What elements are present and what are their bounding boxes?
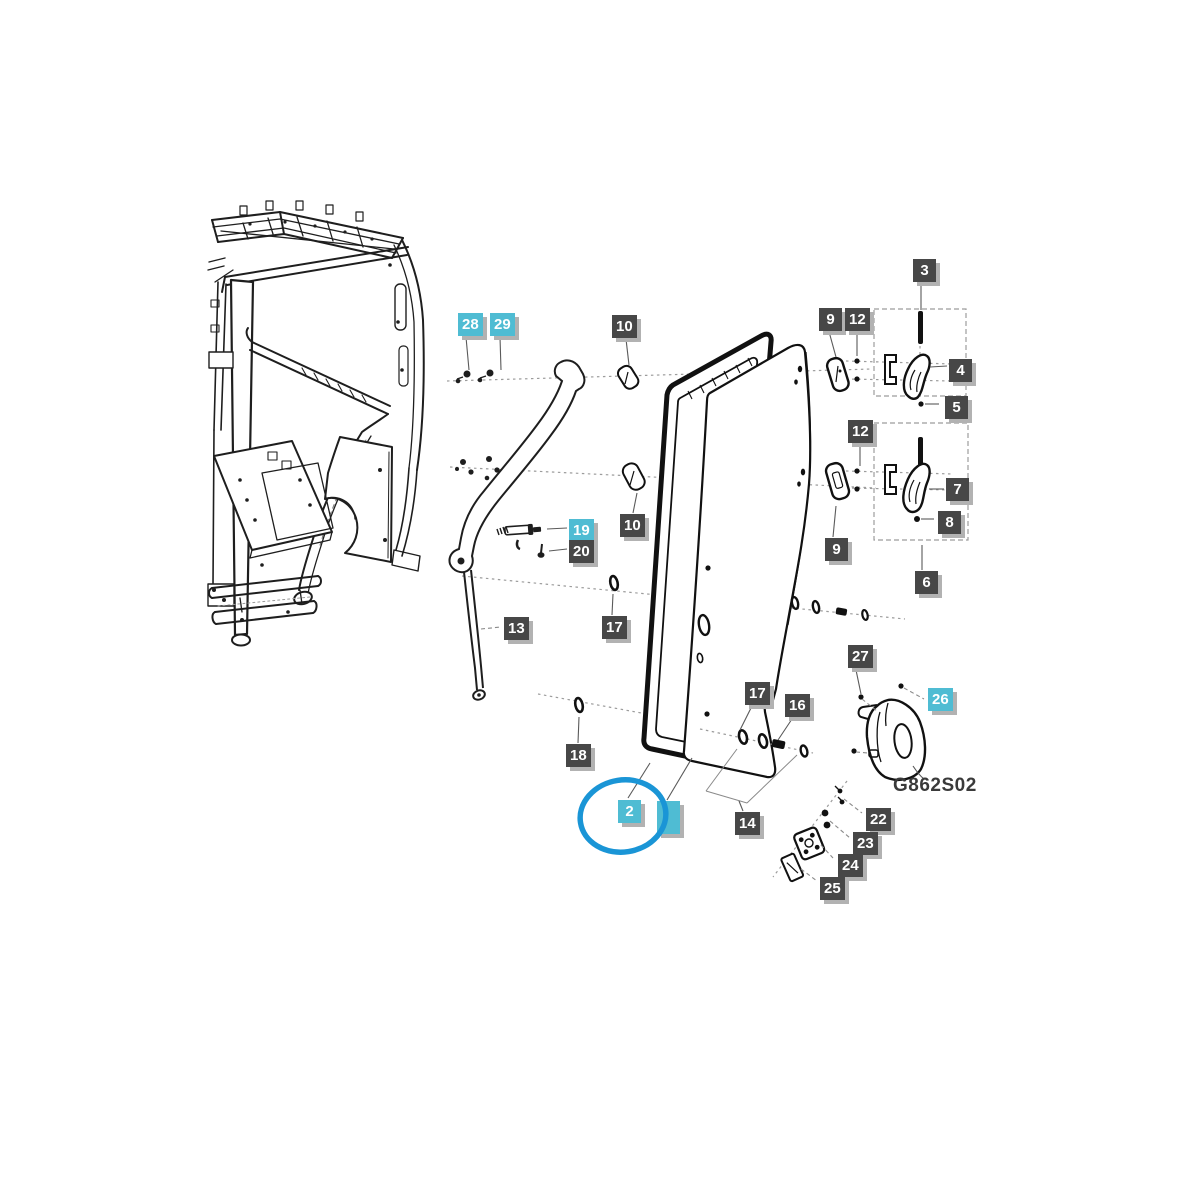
part-label-18[interactable]: 18 bbox=[566, 744, 591, 767]
part-label-17a[interactable]: 17 bbox=[602, 616, 627, 639]
part-label-29[interactable]: 29 bbox=[490, 313, 515, 336]
part-label-22[interactable]: 22 bbox=[866, 808, 891, 831]
bolts-28-29 bbox=[455, 369, 494, 384]
part-label-17b[interactable]: 17 bbox=[745, 682, 770, 705]
part-label-5[interactable]: 5 bbox=[945, 396, 968, 419]
cab-frame bbox=[207, 200, 425, 647]
part-label-9b[interactable]: 9 bbox=[825, 538, 848, 561]
leader-lines-dashed bbox=[480, 626, 925, 882]
pad-10a bbox=[616, 364, 640, 390]
part-label-2[interactable]: 2 bbox=[618, 800, 641, 823]
door-panel bbox=[682, 343, 812, 779]
part-label-16[interactable]: 16 bbox=[785, 694, 810, 717]
hinge-assemblies bbox=[824, 308, 969, 541]
part-label-28[interactable]: 28 bbox=[458, 313, 483, 336]
part-label-14[interactable]: 14 bbox=[735, 812, 760, 835]
part-label-27[interactable]: 27 bbox=[848, 645, 873, 668]
part-label-12a[interactable]: 12 bbox=[845, 308, 870, 331]
part-label-19[interactable]: 19 bbox=[569, 519, 594, 542]
part-label-26[interactable]: 26 bbox=[928, 688, 953, 711]
part-label-blank[interactable] bbox=[657, 801, 680, 834]
part-code: G862S02 bbox=[893, 775, 977, 796]
part-label-7[interactable]: 7 bbox=[946, 478, 969, 501]
part-label-23[interactable]: 23 bbox=[853, 832, 878, 855]
part-label-13[interactable]: 13 bbox=[504, 617, 529, 640]
part-label-10a[interactable]: 10 bbox=[612, 315, 637, 338]
support-rod-13 bbox=[463, 569, 486, 701]
part-label-4[interactable]: 4 bbox=[949, 359, 972, 382]
part-label-12b[interactable]: 12 bbox=[848, 420, 873, 443]
grommets-left bbox=[573, 574, 620, 714]
part-label-3[interactable]: 3 bbox=[913, 259, 936, 282]
part-label-10b[interactable]: 10 bbox=[620, 514, 645, 537]
lock-mount-parts bbox=[699, 728, 814, 804]
support-arm bbox=[448, 359, 586, 574]
part-label-20[interactable]: 20 bbox=[569, 540, 594, 563]
part-label-24[interactable]: 24 bbox=[838, 854, 863, 877]
latch-assembly bbox=[772, 780, 848, 883]
part-label-9a[interactable]: 9 bbox=[819, 308, 842, 331]
door-handle-assembly bbox=[851, 683, 927, 781]
part-label-8[interactable]: 8 bbox=[938, 511, 961, 534]
bolt-cluster bbox=[455, 456, 500, 481]
pad-10b bbox=[621, 462, 646, 491]
part-label-25[interactable]: 25 bbox=[820, 877, 845, 900]
bolt-part-20 bbox=[537, 543, 545, 558]
part-label-6[interactable]: 6 bbox=[915, 571, 938, 594]
pin-part-19 bbox=[496, 523, 542, 551]
grommet-row-right bbox=[790, 595, 869, 622]
